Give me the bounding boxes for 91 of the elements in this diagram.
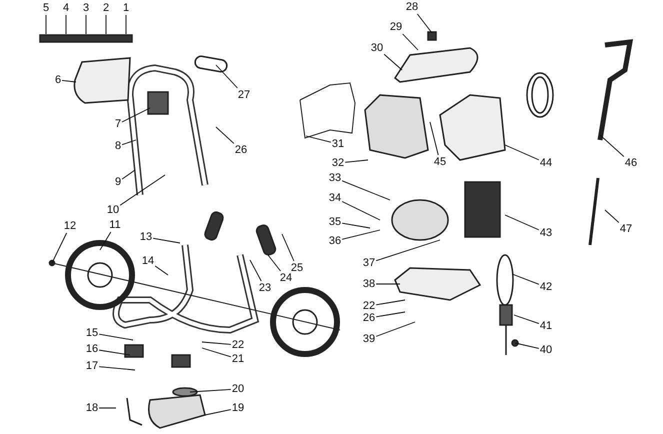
leader-line (376, 300, 406, 306)
callout-number: 35 (328, 216, 342, 228)
callout-number: 20 (232, 383, 244, 395)
leader-line (62, 80, 76, 82)
callout-number: 44 (540, 157, 552, 169)
callout-number: 10 (106, 204, 120, 216)
callout-number: 31 (332, 138, 344, 150)
leader-line (504, 144, 540, 160)
leader-line (342, 230, 380, 240)
leader-line (504, 214, 540, 230)
leader-line (216, 64, 238, 88)
callout-number: 15 (86, 327, 98, 339)
callout-number: 42 (540, 281, 552, 293)
leader-line (512, 274, 540, 285)
leader-line (152, 238, 180, 244)
callout-number: 2 (102, 2, 110, 14)
leader-line (514, 314, 540, 324)
callout-number: 38 (362, 278, 376, 290)
callout-number: 6 (54, 74, 62, 86)
leader-line (250, 260, 262, 282)
leader-line (154, 266, 168, 276)
callout-number: 41 (540, 320, 552, 332)
leader-line (342, 201, 380, 220)
callout-number: 32 (332, 157, 344, 169)
callout-number: 34 (328, 192, 342, 204)
callout-number: 4 (62, 2, 70, 14)
callout-number: 16 (86, 343, 98, 355)
callout-number: 40 (540, 344, 552, 356)
callout-number: 12 (64, 220, 76, 232)
callout-number: 9 (114, 176, 122, 188)
callout-number: 11 (109, 219, 121, 231)
leader-line (268, 254, 281, 272)
leader-line (282, 234, 294, 262)
callout-number: 17 (86, 360, 98, 372)
leader-line (98, 350, 130, 356)
callout-number: 8 (114, 140, 122, 152)
leader-line (190, 389, 232, 392)
leader-line (402, 34, 418, 50)
leader-line (216, 126, 234, 144)
leader-line (122, 170, 136, 180)
callout-number: 27 (238, 89, 250, 101)
callout-number: 43 (540, 227, 552, 239)
callout-number: 26 (362, 312, 376, 324)
leader-line (384, 54, 402, 70)
callout-number: 22 (232, 339, 244, 351)
callout-number: 26 (234, 144, 248, 156)
callout-number: 37 (362, 257, 376, 269)
callout-number: 28 (406, 1, 418, 13)
leader-line (376, 240, 440, 262)
callout-number: 33 (328, 172, 342, 184)
callout-number: 36 (328, 235, 342, 247)
leader-line (342, 222, 370, 228)
callout-number: 1 (122, 2, 130, 14)
leader-line (52, 232, 68, 264)
callout-number: 30 (370, 42, 384, 54)
callout-number: 47 (620, 223, 632, 235)
leader-line (204, 409, 232, 416)
callout-number: 7 (114, 118, 122, 130)
callout-number: 29 (390, 21, 402, 33)
callout-number: 45 (434, 156, 446, 168)
callout-number: 21 (232, 353, 244, 365)
leader-line (202, 348, 232, 358)
callout-number: 25 (290, 262, 304, 274)
leader-line (202, 342, 232, 345)
callout-number: 46 (624, 157, 638, 169)
leader-line (600, 134, 624, 158)
callout-number: 24 (280, 272, 292, 284)
leader-line (344, 160, 368, 163)
leader-line (342, 180, 390, 200)
callout-number: 22 (362, 300, 376, 312)
callout-number: 5 (42, 2, 50, 14)
leader-line (122, 140, 136, 146)
leader-line (122, 108, 150, 122)
leader-line (416, 14, 432, 34)
callout-number: 23 (258, 282, 272, 294)
leader-line (514, 342, 540, 349)
leader-line (120, 174, 166, 206)
leader-line (100, 232, 112, 250)
callout-number: 39 (362, 333, 376, 345)
leader-line (98, 366, 136, 370)
leader-line (98, 334, 134, 340)
leader-line (430, 122, 439, 156)
callout-number: 3 (82, 2, 90, 14)
leader-line (376, 322, 416, 337)
leader-line (376, 312, 406, 318)
callout-number: 13 (140, 231, 152, 243)
callout-number: 19 (232, 402, 244, 414)
callout-number: 18 (86, 402, 98, 414)
callout-number: 14 (142, 255, 154, 267)
leader-line (604, 210, 620, 223)
leader-line (306, 136, 332, 143)
